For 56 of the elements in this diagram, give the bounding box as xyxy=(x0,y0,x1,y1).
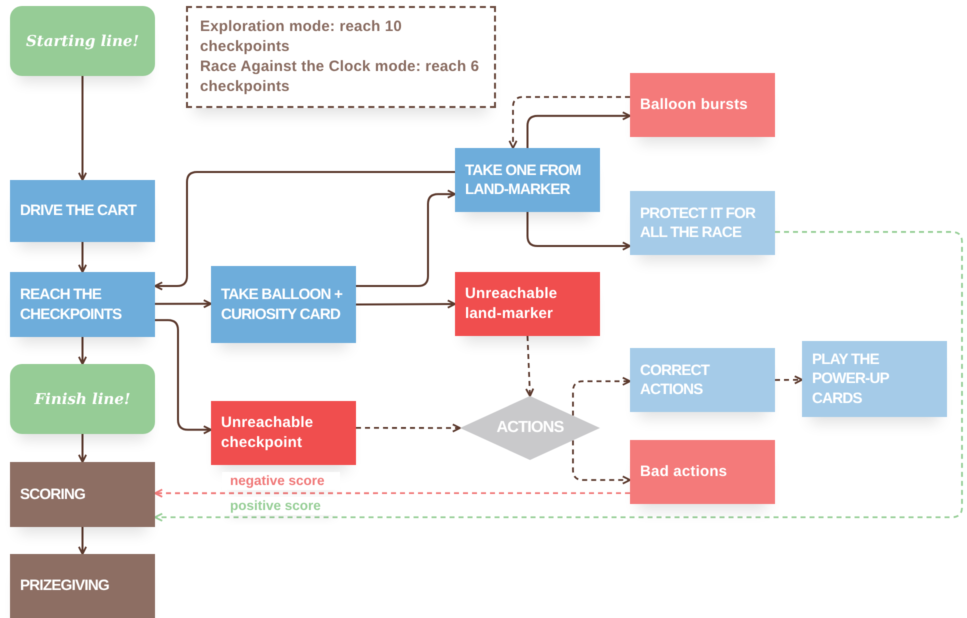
box-label: PRIZEGIVING xyxy=(20,576,109,596)
note-text: Exploration mode: reach 10 checkpoints xyxy=(200,16,403,57)
process-box xyxy=(630,348,775,412)
dashed-arrow xyxy=(508,96,630,149)
event-box xyxy=(630,440,775,504)
box-label: TAKE ONE FROM LAND-MARKER xyxy=(465,160,582,200)
note-text: Race Against the Clock mode: reach 6 checkpoints xyxy=(200,57,480,98)
event-box xyxy=(455,272,600,336)
box-label: TAKE BALLOON + CURIOSITY CARD xyxy=(221,285,344,324)
decision-diamond xyxy=(460,396,600,460)
event-box xyxy=(630,73,775,137)
arrow xyxy=(356,190,456,288)
process-box xyxy=(455,148,600,212)
terminal-box xyxy=(10,364,155,434)
edge-label: negative score xyxy=(222,472,340,490)
process-box xyxy=(10,462,155,527)
dashed-arrow xyxy=(356,424,461,432)
dashed-arrow xyxy=(154,231,963,522)
box-label: PLAY THE POWER-UP CARDS xyxy=(812,350,890,408)
arrow xyxy=(154,171,455,290)
box-label: Unreachable checkpoint xyxy=(221,412,314,453)
process-box xyxy=(10,554,155,618)
arrow xyxy=(78,434,87,463)
event-box xyxy=(211,401,356,465)
terminal-box xyxy=(10,6,155,76)
box-label: Finish line! xyxy=(34,388,130,410)
note-box xyxy=(186,6,496,108)
arrow xyxy=(78,337,87,365)
arrow xyxy=(356,300,456,309)
box-label: SCORING xyxy=(20,484,86,504)
box-label: Starting line! xyxy=(26,30,140,52)
arrow xyxy=(78,76,87,181)
arrow xyxy=(78,242,87,273)
arrow xyxy=(526,212,631,251)
edge-label: positive score xyxy=(222,497,340,515)
process-box xyxy=(211,266,356,343)
dashed-arrow xyxy=(572,376,631,416)
dashed-arrow xyxy=(572,440,631,484)
box-label: PROTECT IT FOR ALL THE RACE xyxy=(640,204,756,242)
process-box xyxy=(802,341,947,417)
box-label: REACH THE CHECKPOINTS xyxy=(20,285,122,324)
process-box xyxy=(10,272,155,337)
arrow xyxy=(526,111,631,148)
dashed-arrow xyxy=(525,336,534,397)
box-label: Balloon bursts xyxy=(640,94,748,115)
arrow xyxy=(155,319,212,434)
arrow xyxy=(78,527,87,555)
box-label: CORRECT ACTIONS xyxy=(640,360,711,400)
dashed-arrow xyxy=(775,375,803,384)
box-label: DRIVE THE CART xyxy=(20,201,136,221)
box-label: Bad actions xyxy=(640,462,728,482)
dashed-arrow xyxy=(154,488,630,498)
box-label: Unreachable land-marker xyxy=(465,284,558,324)
process-box xyxy=(10,180,155,242)
process-box xyxy=(630,191,775,255)
arrow xyxy=(155,299,212,308)
